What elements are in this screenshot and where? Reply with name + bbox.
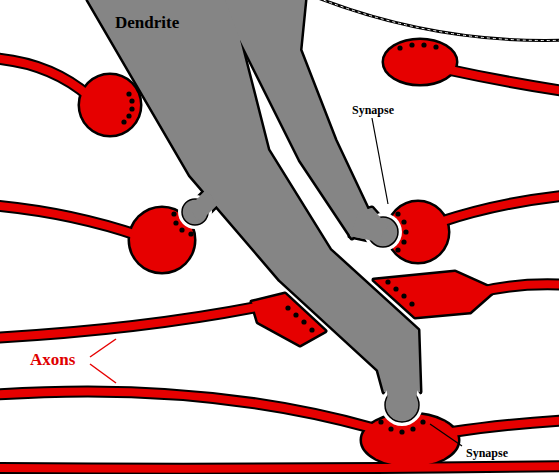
vesicle-dot [397,45,402,50]
spine-neck [386,384,418,402]
vesicle-dot [401,293,406,298]
vesicle-dot [410,426,415,431]
synaptic-cleft [178,195,423,426]
axon-body [0,58,559,469]
dendrite-outline [88,0,420,422]
axon-body [0,466,559,469]
label-text: Axons [30,350,75,369]
axon-body [452,420,559,432]
vesicle-dot [403,229,408,234]
vesicle-dot [129,106,134,111]
vesicle-dot [126,91,131,96]
bouton-outline [80,75,140,135]
vesicle-dot [173,220,178,225]
spine-neck [350,208,388,242]
axon-outline [0,58,559,469]
vesicle-dot [409,42,414,47]
axon-body [0,391,372,428]
vesicle-dot [409,301,414,306]
vesicle-dot [395,211,400,216]
membrane-line [318,0,559,40]
vesicle-dot [293,312,298,317]
structure-label: Synapse [352,100,394,118]
leader-line [430,424,462,446]
leader-line [90,364,116,383]
leader-line [90,339,116,357]
bouton-outline [80,40,495,466]
spine-neck [188,190,418,402]
vesicle-dot [378,419,383,424]
vesicle-dot [121,119,126,124]
vesicle-dot [309,327,314,332]
vesicle-dot [285,305,290,310]
axon-outline [0,391,372,428]
vesicle-dot [179,227,184,232]
dendrite-outline [88,0,420,392]
bouton-body [384,40,456,84]
bouton-body [374,272,495,317]
leader-line [372,118,388,204]
axon-outline [452,420,559,432]
vesicle-dot [395,247,400,252]
vesicle-dot [420,419,425,424]
axon-body [0,306,262,338]
dendrite-body [386,384,418,402]
label-text: Synapse [352,103,394,117]
vesicle-dot [421,42,426,47]
structure-label: Axons [30,350,75,370]
vesicle-dot [301,319,306,324]
vesicle-dot [401,219,406,224]
structure-label: Dendrite [115,13,179,33]
spine-neck [188,190,218,222]
dendrite-body [88,0,420,392]
vesicle-dot [433,44,438,49]
axon-body [0,58,90,97]
leader-lines [372,118,462,446]
bouton-body [80,40,495,466]
dendrite-body [88,0,420,422]
vesicle-dot [399,429,404,434]
vesicle-dot [388,426,393,431]
dendrite-body [225,0,368,238]
label-text: Dendrite [115,13,179,32]
vesicle-dot [171,211,176,216]
vesicle-dot [401,239,406,244]
axon-body [440,195,559,222]
axon-outline [450,70,559,92]
bouton-body [252,294,325,345]
axons-bracket [90,339,116,383]
cell-membrane [318,0,559,40]
synaptic-cleft [381,384,423,426]
axon-outline [0,205,140,236]
vesicle-dot [188,231,193,236]
label-text: Synapse [466,446,508,460]
vesicle-dot [129,98,134,103]
axon-outline [0,58,90,97]
vesicle-dot [393,286,398,291]
axon-body [0,205,140,236]
axon-body [450,70,559,92]
axon-outline [440,195,559,222]
dendrite-outline [386,384,418,402]
spine-head [182,199,419,422]
bouton-outline [252,294,325,345]
synaptic-vesicles [121,42,438,434]
vesicle-dot [126,113,131,118]
bouton-body [80,75,140,135]
membrane-line [318,0,559,40]
bouton-outline [384,40,456,84]
vesicle-dot [385,279,390,284]
axon-outline [0,466,559,469]
bouton-outline [374,272,495,317]
axon-outline [0,306,262,338]
structure-label: Synapse [466,443,508,461]
